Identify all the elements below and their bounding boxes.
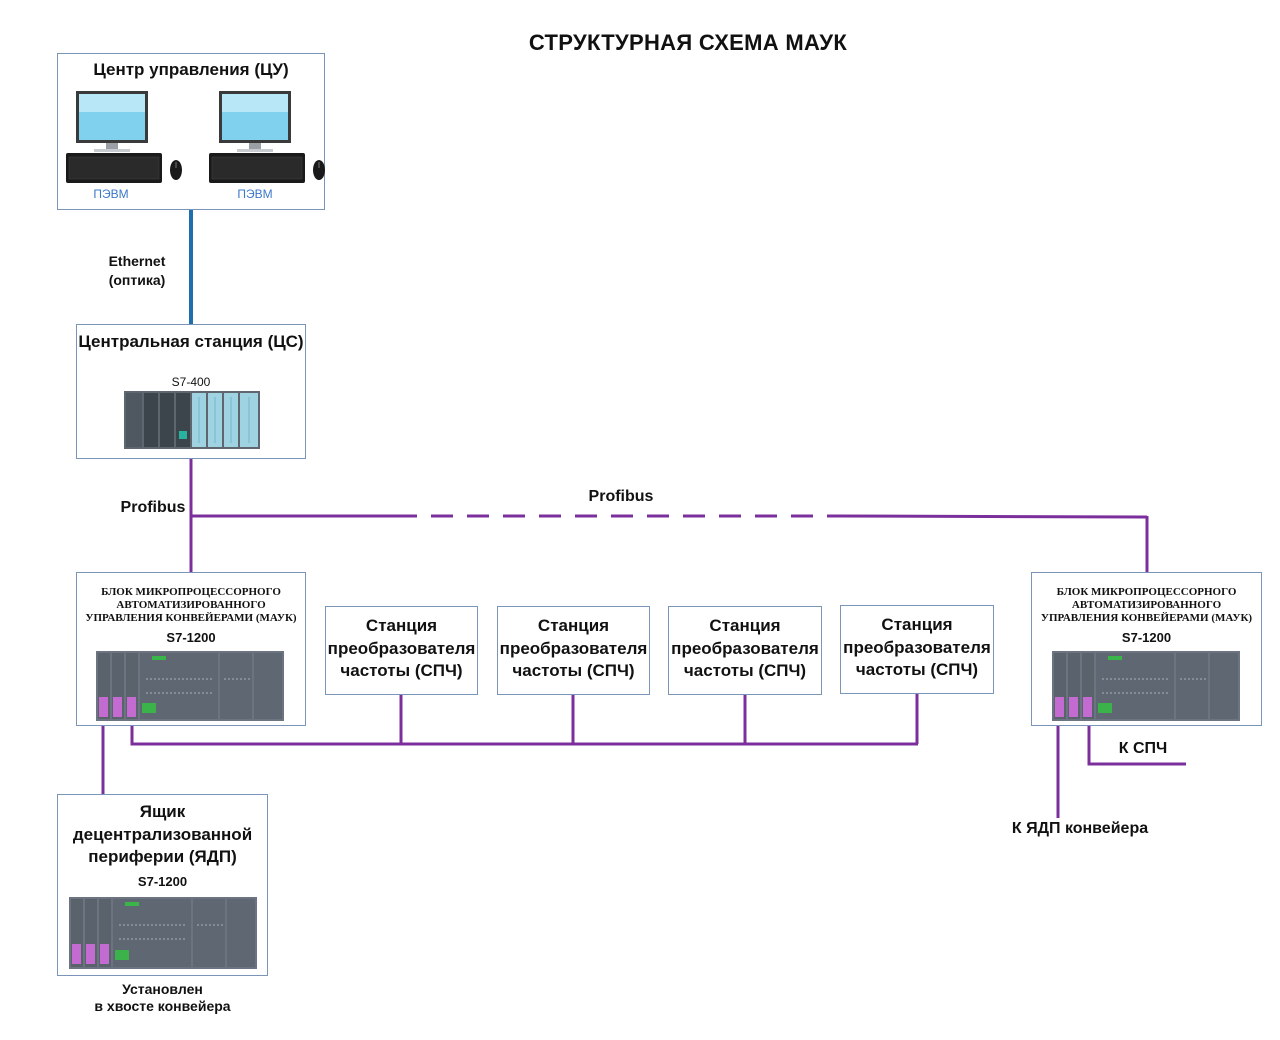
profibus-bus-solid-right	[839, 514, 1148, 519]
to-spch-label: К СПЧ	[1118, 740, 1168, 757]
spch-station-3: Станция преобразователя частоты (СПЧ)	[668, 606, 822, 695]
mauk-left-box: БЛОК МИКРОПРОЦЕССОРНОГО АВТОМАТИЗИРОВАНН…	[76, 572, 306, 726]
pc1-illustration	[66, 91, 182, 183]
mouse-icon	[313, 160, 325, 180]
spch-station-3-line1: Станция	[709, 616, 781, 635]
spch-station-4-line3: частоты (СПЧ)	[855, 660, 979, 679]
installed-line2: в хвосте конвейера	[94, 998, 231, 1014]
plc-s7-400-icon	[124, 391, 260, 449]
mauk-left-line2: АВТОМАТИЗИРОВАННОГО	[116, 599, 266, 611]
keyboard-icon	[66, 153, 162, 183]
mauk-right-line1: БЛОК МИКРОПРОЦЕССОРНОГО	[1056, 586, 1237, 598]
pc2-label: ПЭВМ	[237, 187, 273, 201]
spch-station-3-line3: частоты (СПЧ)	[683, 661, 807, 680]
ethernet-label: Ethernet (оптика)	[87, 252, 187, 290]
plc-s7-1200-icon	[1052, 651, 1240, 721]
mauk-left-line3: УПРАВЛЕНИЯ КОНВЕЙЕРАМИ (МАУК)	[85, 612, 297, 624]
central-station-box: Центральная станция (ЦС) S7-400	[76, 324, 306, 459]
spch-station-1-line3: частоты (СПЧ)	[340, 661, 463, 680]
spch-station-1-line2: преобразователя	[327, 638, 476, 658]
spch-station-2: Станция преобразователя частоты (СПЧ)	[497, 606, 650, 695]
pc2-illustration	[209, 91, 325, 183]
ydp-box: Ящик децентрализованной периферии (ЯДП) …	[57, 794, 268, 976]
central-station-model: S7-400	[171, 375, 211, 389]
spch-station-2-line3: частоты (СПЧ)	[512, 661, 635, 680]
ydp-line3: периферии (ЯДП)	[88, 847, 237, 866]
plc-s7-1200-icon	[69, 897, 257, 969]
ydp-line2: децентрализованной	[72, 824, 253, 844]
spch-station-2-line1: Станция	[537, 616, 610, 635]
ydp-model: S7-1200	[137, 874, 188, 889]
mauk-right-line2: АВТОМАТИЗИРОВАННОГО	[1071, 599, 1222, 611]
ethernet-label-line2: (оптика)	[108, 272, 166, 288]
to-spch-line	[1087, 722, 1186, 766]
spch-station-4-line2: преобразователя	[843, 637, 991, 657]
ydp-line1: Ящик	[139, 802, 186, 821]
to-ydp-label: К ЯДП конвейера	[1011, 820, 1149, 837]
spch-station-4-line1: Станция	[881, 615, 953, 634]
control-center-title: Центр управления (ЦУ)	[93, 60, 289, 79]
mauk-left-line1: БЛОК МИКРОПРОЦЕССОРНОГО	[101, 586, 281, 598]
ethernet-label-line1: Ethernet	[108, 253, 166, 269]
mauk-right-line3: УПРАВЛЕНИЯ КОНВЕЙЕРАМИ (МАУК)	[1040, 612, 1253, 624]
plc-s7-1200-icon	[96, 651, 284, 721]
spch-station-4: Станция преобразователя частоты (СПЧ)	[840, 605, 994, 694]
mauk-right-model: S7-1200	[1121, 630, 1172, 645]
pc1-label: ПЭВМ	[93, 187, 129, 201]
spch-station-1: Станция преобразователя частоты (СПЧ)	[325, 606, 478, 695]
central-station-title: Центральная станция (ЦС)	[78, 332, 304, 351]
profibus-left-label: Profibus	[120, 499, 186, 516]
control-center-box: Центр управления (ЦУ) ПЭВМ	[57, 53, 325, 210]
profibus-top-label: Profibus	[588, 488, 654, 505]
mauk-right-box: БЛОК МИКРОПРОЦЕССОРНОГО АВТОМАТИЗИРОВАНН…	[1031, 572, 1262, 726]
spch-station-2-line2: преобразователя	[499, 638, 648, 658]
keyboard-icon	[209, 153, 305, 183]
diagram-title: СТРУКТУРНАЯ СХЕМА МАУК	[528, 30, 848, 55]
monitor-icon	[219, 91, 291, 152]
installed-note: Установлен в хвосте конвейера	[80, 981, 245, 1015]
mauk-left-model: S7-1200	[166, 630, 216, 645]
monitor-icon	[76, 91, 148, 152]
mouse-icon	[170, 160, 182, 180]
ydp-title: Ящик децентрализованной периферии (ЯДП)	[58, 801, 267, 869]
spch-station-1-line1: Станция	[365, 616, 438, 635]
spch-station-3-line2: преобразователя	[671, 638, 819, 658]
installed-line1: Установлен	[122, 981, 203, 997]
